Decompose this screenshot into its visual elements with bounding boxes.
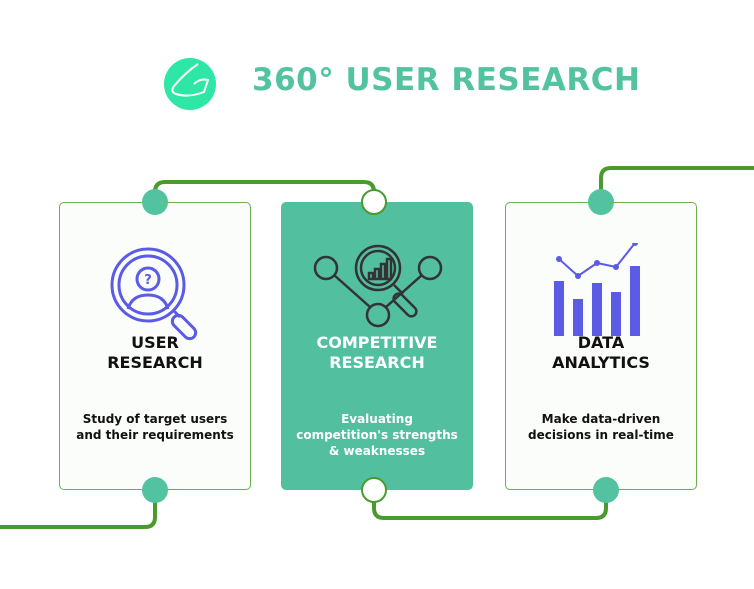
logo-icon [164, 58, 216, 110]
card-title-line1: USER [131, 333, 179, 352]
card-title-line1: COMPETITIVE [316, 333, 438, 352]
connector-dot [361, 189, 387, 215]
page-title: 360° USER RESEARCH [252, 62, 641, 98]
card-title-line2: ANALYTICS [552, 353, 650, 372]
connector-dot [142, 477, 168, 503]
card-description: Evaluating competition's strengths & wea… [296, 412, 458, 458]
card-title-line2: RESEARCH [107, 353, 203, 372]
user-search-icon: ? [110, 247, 198, 341]
card-title-line1: DATA [577, 333, 625, 352]
card-description: Make data-driven decisions in real-time [528, 412, 674, 442]
connector-dot [142, 189, 168, 215]
connector-dot [593, 477, 619, 503]
connector-dot [588, 189, 614, 215]
card-title-line2: RESEARCH [329, 353, 425, 372]
competitive-analysis-icon [313, 244, 443, 328]
analytics-chart-icon [554, 243, 640, 336]
card-description: Study of target users and their requirem… [76, 412, 234, 442]
connector-dot [361, 477, 387, 503]
svg-text:?: ? [144, 273, 152, 288]
